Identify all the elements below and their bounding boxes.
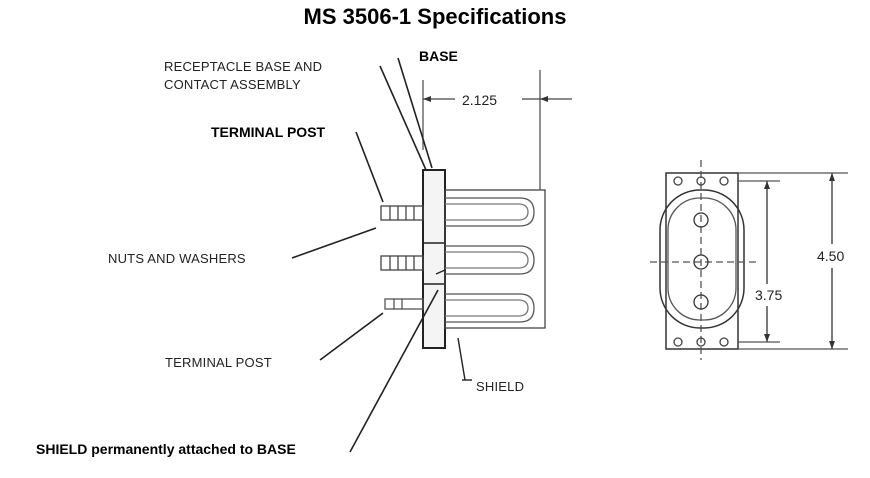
label-terminal-post-bottom: TERMINAL POST [165, 355, 272, 370]
label-shield-attached: SHIELD permanently attached to BASE [36, 441, 296, 457]
label-receptacle-line1: RECEPTACLE BASE AND [164, 59, 323, 74]
label-nuts-and-washers: NUTS AND WASHERS [108, 251, 246, 266]
terminal-post-3 [384, 298, 424, 310]
base-plate [422, 169, 446, 349]
terminal-post-1 [380, 205, 424, 221]
dimension-height-outer: 4.50 [817, 248, 845, 264]
terminal-post-2 [380, 255, 424, 271]
label-base: BASE [419, 48, 458, 64]
label-shield: SHIELD [476, 379, 525, 394]
dimension-height-inner: 3.75 [755, 287, 783, 303]
contact-hole-3 [693, 294, 709, 310]
dimension-width: 2.125 [462, 92, 498, 108]
page-title: MS 3506-1 Specifications [303, 4, 567, 29]
contact-hole-2 [693, 254, 709, 270]
label-receptacle-line2: CONTACT ASSEMBLY [164, 77, 301, 92]
contact-hole-1 [693, 212, 709, 228]
label-terminal-post-top: TERMINAL POST [211, 124, 326, 140]
end-view-plate [665, 172, 739, 350]
shield-body [444, 189, 546, 329]
